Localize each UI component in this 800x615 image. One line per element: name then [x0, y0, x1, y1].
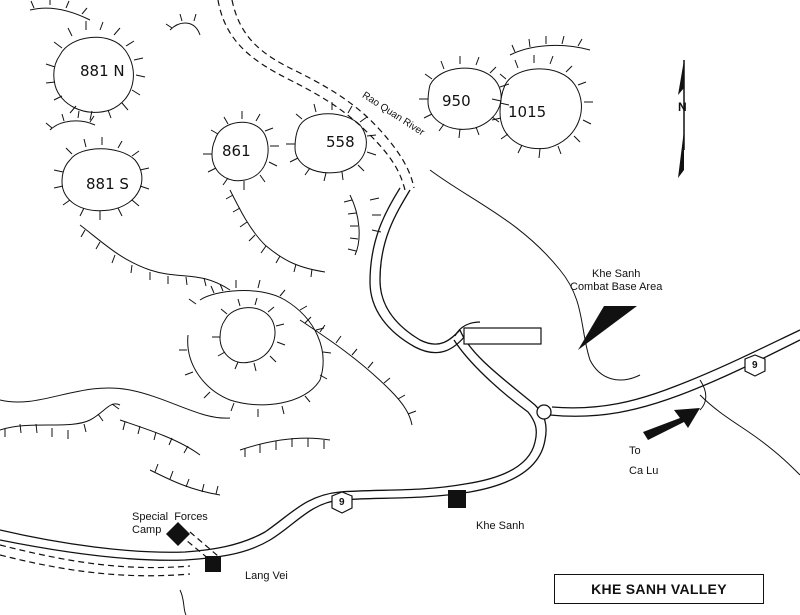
town-square-icon — [448, 490, 466, 508]
hill-label-558: 558 — [326, 133, 355, 151]
airstrip — [454, 321, 542, 345]
label-to-ca-lu: To Ca Lu — [629, 445, 659, 477]
combat-base-marker-icon — [578, 306, 637, 350]
hill-label-861: 861 — [222, 142, 251, 160]
label-special-forces-camp: Special Forces Camp — [132, 511, 208, 536]
label-khe-sanh: Khe Sanh — [476, 520, 525, 532]
route-shield-icon — [331, 354, 766, 514]
hill-label-1015: 1015 — [508, 103, 547, 121]
hill-label-950: 950 — [442, 92, 471, 110]
hill-contours — [0, 0, 593, 496]
north-label: N — [678, 100, 687, 114]
hill-label-881s: 881 S — [86, 175, 129, 193]
camp-diamond-icon — [166, 522, 190, 546]
label-lang-vei: Lang Vei — [245, 570, 288, 582]
map-title: KHE SANH VALLEY — [554, 574, 764, 604]
north-arrow-icon — [678, 60, 685, 178]
label-combat-base: Khe Sanh Combat Base Area — [570, 268, 663, 293]
stream-lines — [0, 169, 800, 615]
town-square-icon — [205, 556, 221, 572]
secondary-road — [0, 531, 219, 577]
hill-label-881n: 881 N — [80, 62, 125, 80]
route-number-east: 9 — [752, 360, 758, 371]
main-road — [0, 187, 800, 561]
direction-arrow-icon — [643, 408, 700, 440]
river-line — [217, 0, 415, 191]
route-number-west: 9 — [339, 497, 345, 508]
